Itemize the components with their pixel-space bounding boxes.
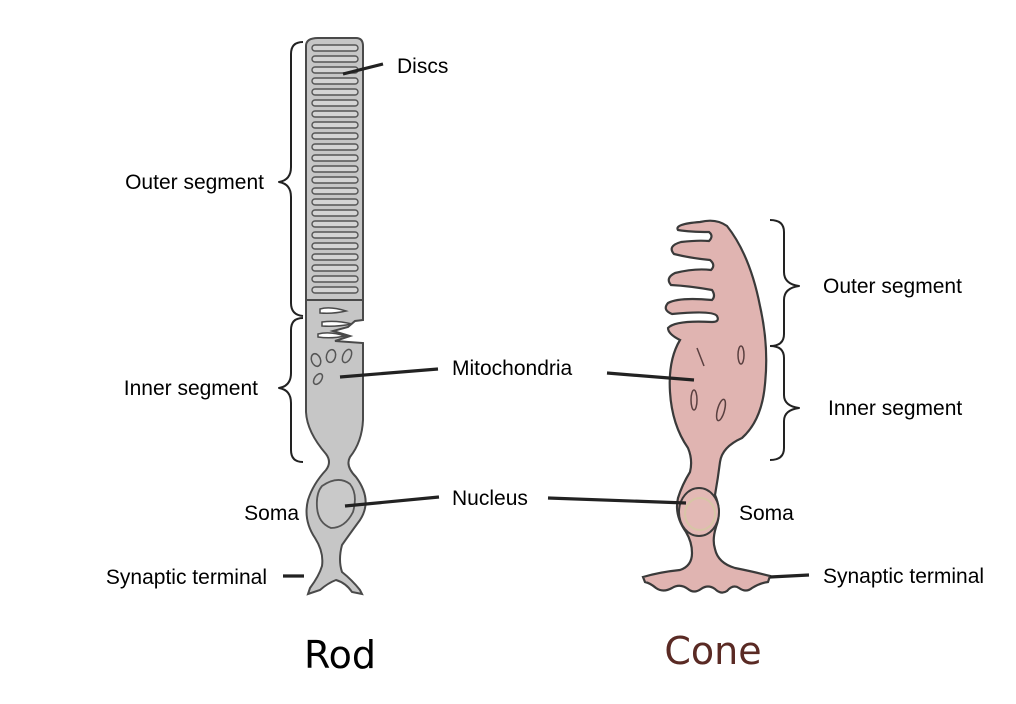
rod-synaptic-terminal-label: Synaptic terminal xyxy=(106,566,267,589)
cone-soma-label: Soma xyxy=(739,502,794,525)
rod-disc xyxy=(311,286,359,294)
rod-disc xyxy=(311,132,359,140)
rod-disc xyxy=(311,231,359,239)
rod-disc xyxy=(311,88,359,96)
rod-outer-segment-label: Outer segment xyxy=(125,171,264,194)
cone-body xyxy=(641,219,772,594)
rod-inner-segment-label: Inner segment xyxy=(124,377,258,400)
mitochondria-label: Mitochondria xyxy=(452,357,573,380)
rod-disc xyxy=(311,187,359,195)
cone-inner-segment-brace xyxy=(769,345,800,461)
cone-mitochondria-leader xyxy=(606,371,695,382)
cone-outer-segment-brace xyxy=(769,219,800,347)
rod-cell xyxy=(305,37,367,596)
rod-disc xyxy=(311,121,359,129)
rod-disc xyxy=(311,198,359,206)
cone-cell xyxy=(641,219,772,594)
cone-inner-segment-label: Inner segment xyxy=(828,397,962,420)
nucleus-label: Nucleus xyxy=(452,487,528,510)
discs-leader xyxy=(342,62,384,76)
rod-cilium-gap-1 xyxy=(319,307,349,314)
rod-disc xyxy=(311,44,359,52)
rod-disc xyxy=(311,275,359,283)
rod-inner-body xyxy=(305,299,367,596)
rod-disc xyxy=(311,264,359,272)
cone-nucleus-leader xyxy=(547,496,687,505)
rod-mitochondria xyxy=(310,348,353,386)
cone-mitochondria xyxy=(690,345,745,422)
cone-synaptic-terminal-label: Synaptic terminal xyxy=(823,565,984,588)
rod-soma-label: Soma xyxy=(244,502,299,525)
rod-disc xyxy=(311,253,359,261)
rod-cilium-gap-3 xyxy=(317,332,348,339)
cone-nucleolus xyxy=(684,497,716,531)
rod-discs xyxy=(311,44,359,294)
rod-mitochondria-leader xyxy=(339,367,439,379)
rod-disc xyxy=(311,143,359,151)
rod-nucleus-leader xyxy=(344,495,440,508)
cone-synaptic-leader xyxy=(769,573,810,579)
rod-discs-label: Discs xyxy=(397,55,448,78)
rod-disc xyxy=(311,154,359,162)
rod-outer-segment-brace xyxy=(278,41,304,317)
rod-disc xyxy=(311,242,359,250)
rod-nucleus xyxy=(315,479,356,529)
rod-disc xyxy=(311,220,359,228)
cone-title: Cone xyxy=(664,629,761,673)
rod-disc xyxy=(311,99,359,107)
rod-disc xyxy=(311,110,359,118)
rod-title: Rod xyxy=(304,633,376,677)
rod-inner-segment-brace xyxy=(278,317,304,463)
rod-disc xyxy=(311,209,359,217)
rod-disc xyxy=(311,55,359,63)
cone-outer-segment-label: Outer segment xyxy=(823,275,962,298)
rod-disc xyxy=(311,176,359,184)
rod-disc xyxy=(311,165,359,173)
rod-cilium-gap-2 xyxy=(321,320,353,327)
rod-disc xyxy=(311,77,359,85)
